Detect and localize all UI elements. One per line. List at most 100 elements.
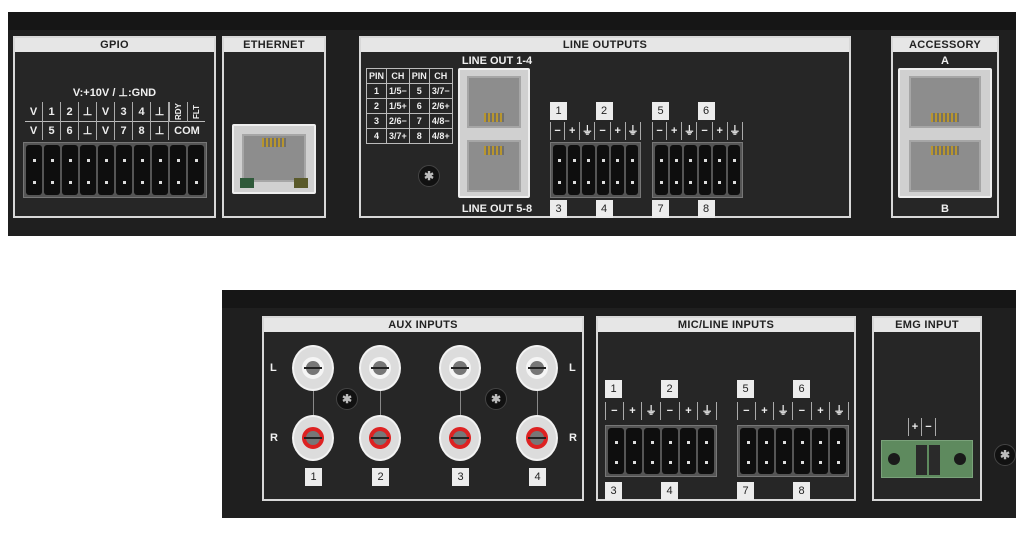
channel-number-tag: 7 (652, 200, 669, 218)
terminal-pin[interactable] (170, 145, 186, 195)
channel-number-tag: 4 (661, 482, 678, 500)
terminal-pin[interactable] (812, 428, 828, 474)
rca-left-jack-2[interactable] (359, 345, 401, 391)
terminal-pin[interactable] (98, 145, 114, 195)
terminal-pin[interactable] (625, 145, 638, 195)
terminal-block[interactable] (550, 142, 641, 198)
accessory-rj45-stack[interactable] (898, 68, 992, 198)
pin-polarity-label: − (661, 402, 680, 420)
terminal-pin[interactable] (698, 145, 711, 195)
terminal-pin[interactable] (727, 145, 740, 195)
rca-right-jack-2[interactable] (359, 415, 401, 461)
screw-icon: ✱ (336, 388, 358, 410)
emg-terminal-block[interactable] (881, 440, 973, 478)
gpio-terminal-block[interactable] (23, 142, 207, 198)
gpio-label: COM (174, 125, 200, 137)
jack-ring (526, 427, 548, 449)
jack-ring (369, 427, 391, 449)
jack-ring (526, 357, 548, 379)
channel-number-tag: 2 (661, 380, 678, 398)
activity-led-icon (294, 178, 308, 188)
pin-table-cell: 3/7− (428, 83, 453, 99)
terminal-pin[interactable] (582, 145, 595, 195)
terminal-pin[interactable] (188, 145, 204, 195)
line-out-5-8-label: LINE OUT 5-8 (461, 203, 533, 215)
terminal-pin[interactable] (698, 428, 714, 474)
terminal-pin[interactable] (684, 145, 697, 195)
terminal-pin[interactable] (740, 428, 756, 474)
terminal-pin[interactable] (116, 145, 132, 195)
channel-number-tag: 7 (737, 482, 754, 500)
gpio-label: 1 (43, 102, 61, 122)
terminal-pin[interactable] (662, 428, 678, 474)
pin-polarity-label: ⏚ (580, 122, 596, 140)
terminal-block[interactable] (652, 142, 743, 198)
rca-left-jack-4[interactable] (516, 345, 558, 391)
terminal-pin[interactable] (608, 428, 624, 474)
rca-link (460, 390, 461, 420)
terminal-pin[interactable] (134, 145, 150, 195)
terminal-pin[interactable] (80, 145, 96, 195)
rca-right-jack-3[interactable] (439, 415, 481, 461)
pin-polarity-label: − (550, 122, 566, 140)
link-led-icon (240, 178, 254, 188)
terminal-pin[interactable] (26, 145, 42, 195)
ethernet-panel: ETHERNET (222, 36, 326, 218)
terminal-pin[interactable] (553, 145, 566, 195)
terminal-pin[interactable] (62, 145, 78, 195)
rca-right-jack-1[interactable] (292, 415, 334, 461)
gpio-label: V (25, 122, 43, 140)
line-out-rj45-stack[interactable] (458, 68, 530, 198)
pin-polarity-label: − (605, 402, 624, 420)
pin-table-cell: 6 (408, 98, 430, 114)
rca-right-jack-4[interactable] (516, 415, 558, 461)
terminal-pin[interactable] (713, 145, 726, 195)
terminal-pin[interactable] (644, 428, 660, 474)
jack-ring (449, 357, 471, 379)
aux-inputs-title: AUX INPUTS (264, 318, 582, 332)
terminal-pin[interactable] (669, 145, 682, 195)
emg-pin-plus-label: + (908, 418, 922, 436)
rca-link (313, 390, 314, 420)
terminal-pin[interactable] (611, 145, 624, 195)
line-out-5-8-port[interactable] (466, 140, 522, 192)
line-out-1-4-port[interactable] (466, 76, 522, 128)
terminal-pin[interactable] (596, 145, 609, 195)
line-out-1-4-label: LINE OUT 1-4 (461, 55, 533, 67)
channel-number-tag: 1 (605, 380, 622, 398)
terminal-pin[interactable] (680, 428, 696, 474)
rca-left-jack-1[interactable] (292, 345, 334, 391)
ethernet-port[interactable] (232, 124, 316, 194)
gpio-label: 8 (133, 122, 151, 140)
terminal-pin[interactable] (830, 428, 846, 474)
accessory-a-port[interactable] (909, 76, 981, 128)
rca-left-jack-3[interactable] (439, 345, 481, 391)
gpio-label: 6 (61, 122, 79, 140)
pin-table-cell: 1 (365, 83, 388, 99)
terminal-pin[interactable] (152, 145, 168, 195)
terminal-block[interactable] (605, 425, 717, 477)
terminal-pin[interactable] (794, 428, 810, 474)
ethernet-title: ETHERNET (224, 38, 324, 52)
pin-table-header-cell: PIN (365, 68, 388, 84)
pin-table-cell: 3/7+ (386, 128, 410, 144)
terminal-pin[interactable] (567, 145, 580, 195)
pin-table-cell: 4 (365, 128, 388, 144)
gpio-label: ⊥ (79, 122, 97, 140)
terminal-pin[interactable] (655, 145, 668, 195)
channel-number-tag: 3 (605, 482, 622, 500)
channel-number-tag: 3 (550, 200, 567, 218)
terminal-pin[interactable] (44, 145, 60, 195)
gpio-label: ⊥ (151, 102, 169, 122)
gpio-legend: V:+10V / ⊥:GND (72, 87, 157, 99)
terminal-pin[interactable] (758, 428, 774, 474)
accessory-b-port[interactable] (909, 140, 981, 192)
pin-polarity-label: ⏚ (830, 402, 849, 420)
terminal-pin[interactable] (626, 428, 642, 474)
terminal-pin[interactable] (776, 428, 792, 474)
terminal-block[interactable] (737, 425, 849, 477)
gpio-label: 7 (115, 122, 133, 140)
